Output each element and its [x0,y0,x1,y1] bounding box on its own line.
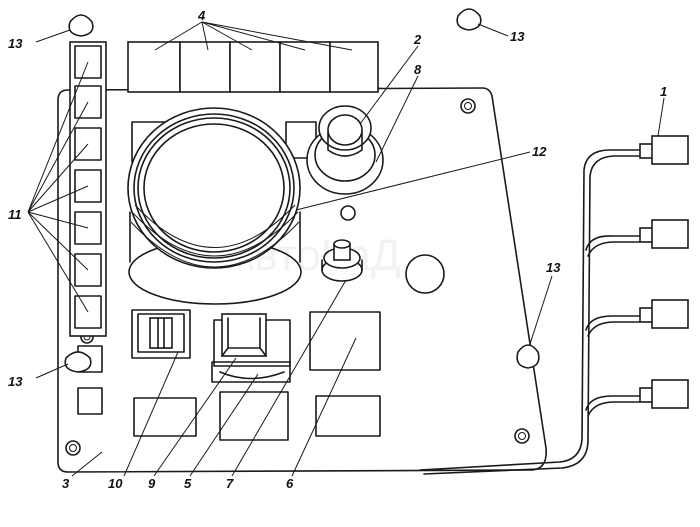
warning-lamp-blocks [127,41,379,93]
callout-1: 1 [660,84,667,99]
large-opening [405,254,445,294]
callout-6: 6 [286,476,294,491]
leader-lines [27,21,665,477]
rotary-switch [306,105,384,195]
push-switch [321,239,363,282]
callout-4: 4 [197,8,206,23]
callout-13-right: 13 [546,260,561,275]
callout-5: 5 [184,476,192,491]
callout-3: 3 [62,476,70,491]
wire-harness [419,149,641,475]
callout-13-top-left: 13 [8,36,23,51]
left-plug-lower [77,387,103,415]
callout-10: 10 [108,476,123,491]
callout-13-left: 13 [8,374,23,389]
rocker-switch-left [131,309,191,359]
indicator-lamp-strip [69,41,107,337]
callout-2: 2 [413,32,422,47]
callout-8: 8 [414,62,422,77]
callout-12: 12 [532,144,547,159]
callout-7: 7 [226,476,234,491]
small-hole [340,205,356,221]
mounting-bosses [64,8,540,373]
callout-11: 11 [8,207,22,222]
callout-13-top-right: 13 [510,29,525,44]
speedometer-gauge [127,107,302,305]
rocker-switch-center [211,313,291,383]
connectors [639,135,689,409]
blank-plugs [133,311,381,441]
callout-9: 9 [148,476,156,491]
